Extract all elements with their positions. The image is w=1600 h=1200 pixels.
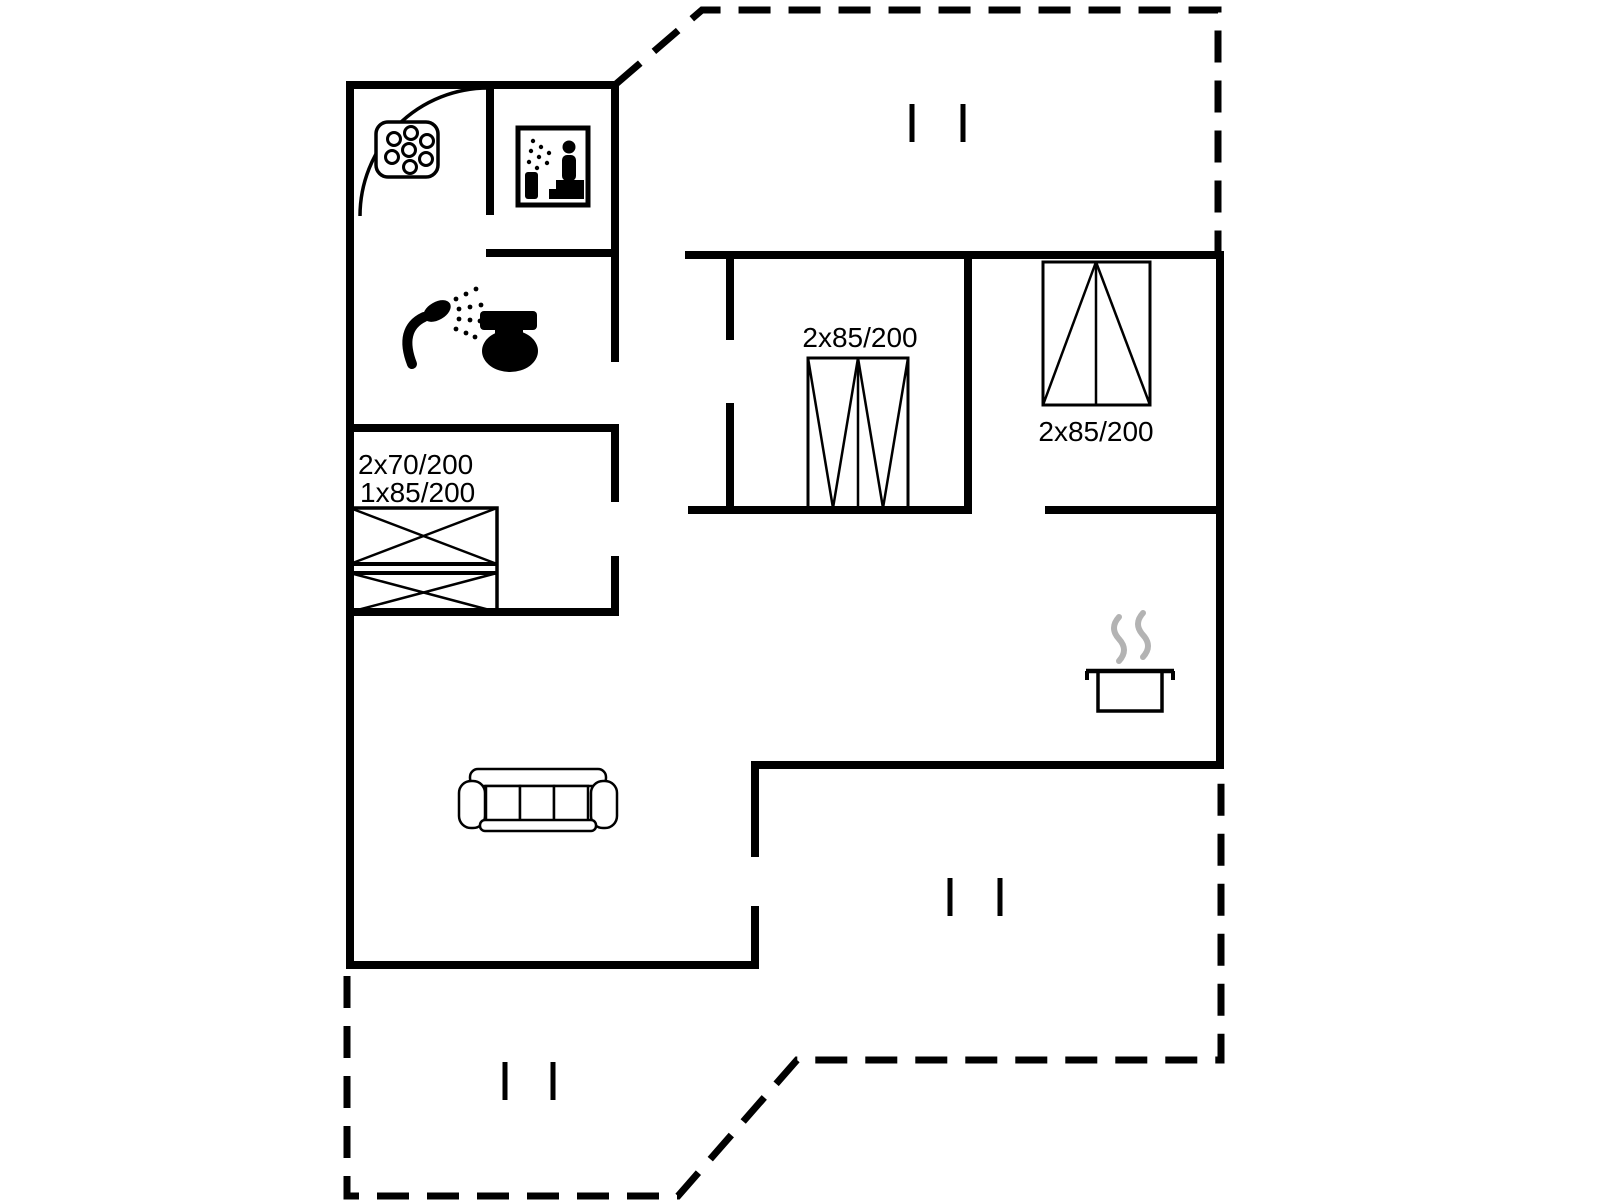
terrace-outline-top (613, 6, 1222, 253)
walls (346, 81, 1224, 969)
sofa-icon (457, 767, 619, 833)
shower-icon (402, 286, 484, 369)
terrace-steps-icon-bottom-left (502, 1062, 556, 1100)
terrace-outlines (343, 6, 1225, 1200)
wardrobe-symbol-middle (806, 356, 910, 510)
toilet-icon (480, 311, 538, 372)
wardrobe-label-middle: 2x85/200 (802, 322, 917, 353)
wardrobe-label-right: 2x85/200 (1038, 416, 1153, 447)
terrace-steps-icon-top (909, 104, 966, 142)
bed-symbol (348, 506, 499, 614)
sauna-icon (515, 125, 591, 208)
terrace-outline-bottom (343, 767, 1225, 1200)
wardrobe-symbol-right (1041, 260, 1152, 407)
bed-size-label-line2: 1x85/200 (360, 477, 475, 508)
whirlpool-icon (374, 120, 440, 179)
terrace-steps-icon-bottom-right (947, 878, 1003, 916)
cooking-pot-icon (1085, 610, 1175, 713)
bed-size-label-line1: 2x70/200 (358, 449, 473, 480)
